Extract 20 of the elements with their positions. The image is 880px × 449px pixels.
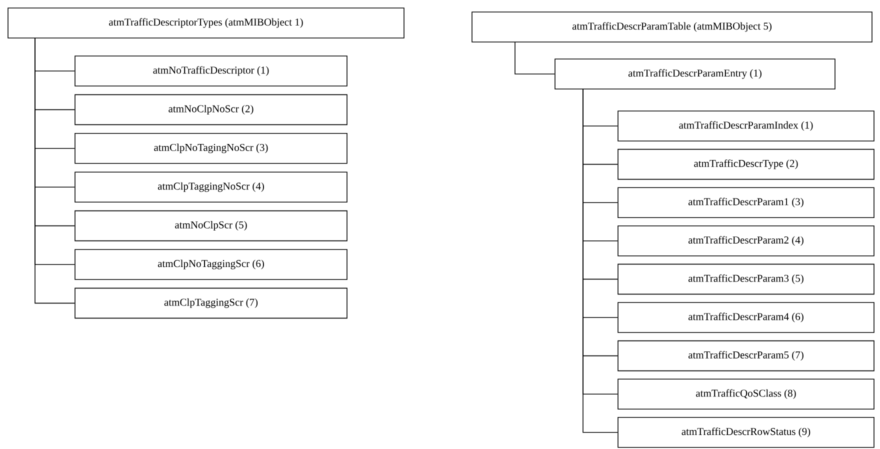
object-box: atmTrafficDescrRowStatus (9) [618,417,874,448]
object-box: atmTrafficQoSClass (8) [618,378,874,410]
object-box: atmNoClpScr (5) [74,210,348,242]
tree-connector [514,42,555,74]
object-box: atmClpTaggingScr (7) [74,288,348,319]
object-box: atmNoClpNoScr (2) [74,94,348,126]
object-box: atmTrafficDescrParam4 (6) [618,302,874,333]
object-box: atmTrafficDescrParamEntry (1) [554,58,836,90]
object-box: atmTrafficDescrParam2 (4) [618,225,874,256]
object-box: atmTrafficDescrType (2) [618,148,874,180]
object-box: atmTrafficDescrParam5 (7) [618,340,874,372]
object-box: atmTrafficDescrParam3 (5) [618,264,874,295]
object-box: atmNoTrafficDescriptor (1) [74,56,348,86]
object-box: atmTrafficDescrParamTable (atmMIBObject 5) [472,12,872,42]
object-box: atmClpNoTaggingScr (6) [74,249,348,280]
object-box: atmClpNoTagingNoScr (3) [74,133,348,164]
object-box: atmTrafficDescrParamIndex (1) [618,110,874,142]
object-box: atmTrafficDescriptorTypes (atmMIBObject 1) [8,8,404,38]
object-box: atmTrafficDescrParam1 (3) [618,187,874,218]
object-box: atmClpTaggingNoScr (4) [74,172,348,202]
